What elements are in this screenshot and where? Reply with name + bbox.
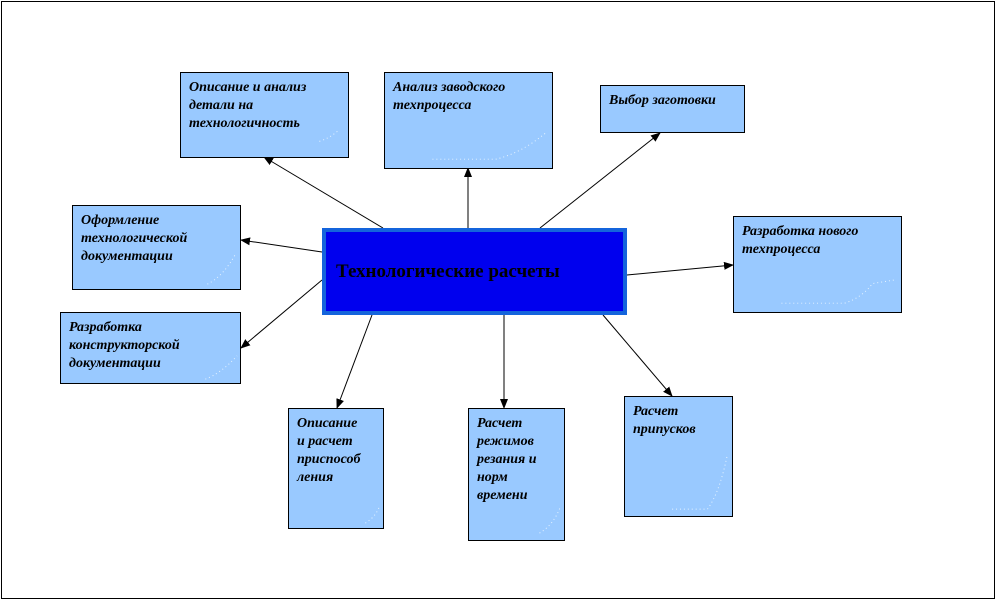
arrow-to-oformlenie xyxy=(240,237,323,253)
node-label: Разработка нового техпроцесса xyxy=(742,224,859,257)
texture xyxy=(319,129,340,142)
node-label: Расчет припусков xyxy=(633,404,696,437)
node-opisanie-analiz: Описание и анализ детали на технологично… xyxy=(180,72,349,158)
node-label: Анализ заводского техпроцесса xyxy=(393,80,506,113)
center-label: Технологические расчеты xyxy=(336,260,560,282)
node-razrabotka-konstr: Разработка конструкторской документации xyxy=(60,312,241,384)
arrow-to-opisanie-raschet xyxy=(336,314,373,409)
texture xyxy=(672,455,728,510)
texture xyxy=(432,131,548,160)
node-label: Расчет режимов резания и норм времени xyxy=(477,416,537,503)
node-raschet-rezhimov: Расчет режимов резания и норм времени xyxy=(468,408,565,541)
arrow-to-opisanie-analiz xyxy=(263,156,384,229)
texture xyxy=(781,279,897,304)
center-node: Технологические расчеты xyxy=(322,228,627,315)
texture xyxy=(539,507,561,534)
node-label: Описание и анализ детали на технологично… xyxy=(189,80,307,131)
node-analiz-zavodskogo: Анализ заводского техпроцесса xyxy=(384,72,553,169)
node-label: Выбор заготовки xyxy=(609,93,716,108)
node-razrabotka-novogo: Разработка нового техпроцесса xyxy=(733,216,902,313)
node-label: Описание и расчет приспособ ления xyxy=(297,416,361,485)
arrow-to-razrabotka-novogo xyxy=(626,261,734,276)
node-label: Разработка конструкторской документации xyxy=(69,320,180,371)
texture xyxy=(205,355,238,380)
node-oformlenie: Оформление технологической документации xyxy=(72,205,241,290)
arrow-to-vybor-zagotovki xyxy=(539,132,661,229)
node-raschet-pripuskov: Расчет припусков xyxy=(624,396,733,517)
node-opisanie-raschet: Описание и расчет приспособ ления xyxy=(288,408,384,529)
arrow-to-raschet-pripuskov xyxy=(602,314,673,397)
node-vybor-zagotovki: Выбор заготовки xyxy=(600,85,745,133)
node-label: Оформление технологической документации xyxy=(81,213,188,264)
arrow-to-razrabotka-konstr xyxy=(240,279,323,349)
